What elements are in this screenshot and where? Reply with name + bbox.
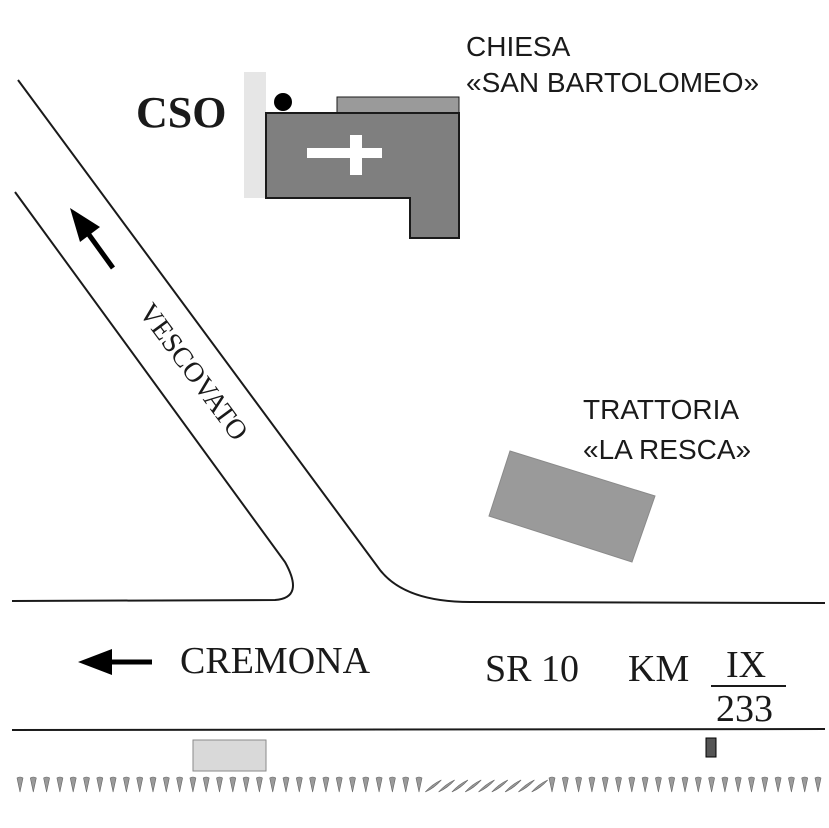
vescovato-road-edge-inner	[11, 191, 294, 602]
church-label-line2: «SAN BARTOLOMEO»	[466, 67, 759, 98]
hedge-leaf	[478, 779, 495, 793]
hedge-leaf	[788, 776, 795, 793]
roadside-building	[192, 739, 267, 772]
sr10-road-edge-bottom	[11, 728, 826, 731]
hedge-leaf	[189, 776, 197, 793]
hedge-leaf	[708, 776, 715, 793]
hedge-leaf	[774, 776, 782, 793]
hedge-leaf	[375, 776, 383, 793]
trattoria-label-line1: TRATTORIA	[583, 394, 739, 425]
hedge-leaf	[451, 779, 469, 793]
hedge-leaf	[748, 776, 755, 793]
hedge-leaf	[588, 776, 596, 793]
hedge-leaf	[16, 776, 24, 793]
hedge-leaf	[801, 776, 809, 793]
hedge-leaf	[721, 776, 729, 793]
hedge-leaf	[29, 776, 37, 793]
church-cross-icon	[307, 135, 382, 175]
hedge-leaf	[282, 776, 290, 793]
hedge-leaf	[202, 776, 210, 793]
arrow-left-icon	[78, 649, 152, 675]
hedge-leaf	[229, 776, 237, 793]
hedge-leaf	[464, 779, 482, 793]
hedge-leaf	[814, 776, 822, 793]
hedge-leaf	[69, 776, 77, 793]
hedge-leaf	[136, 776, 144, 793]
cso-label: CSO	[136, 88, 226, 137]
hedge-leaf	[83, 776, 90, 793]
hedge-leaf	[575, 776, 582, 793]
hedge-leaf	[668, 776, 676, 793]
hedge-leaf	[561, 776, 569, 793]
hedge-leaf	[96, 776, 104, 793]
hedge-leaf	[681, 776, 689, 793]
hedge-leaf	[295, 776, 303, 793]
hedge-leaf	[615, 776, 622, 793]
hedge-leaf	[425, 779, 442, 793]
hedge-leaf	[548, 776, 556, 793]
hedge-leaf	[504, 779, 522, 793]
hedge-leaf	[123, 776, 130, 793]
vescovato-road-edge-outer	[17, 79, 826, 604]
km-label: KM	[628, 648, 689, 690]
hedge-leaf	[402, 776, 410, 793]
hedge-leaf	[389, 776, 396, 793]
vescovato-road	[11, 79, 826, 604]
church-main-block	[265, 112, 460, 239]
hedge-leaf	[641, 776, 649, 793]
arrow-up-left-icon	[70, 208, 116, 270]
km-marker	[705, 737, 717, 758]
hedge-leaf	[216, 776, 223, 793]
hedge-leaf	[438, 779, 455, 793]
hedge-leaf	[309, 776, 316, 793]
hedge-leaf	[176, 776, 183, 793]
church-annex	[336, 96, 460, 115]
hedge-leaf	[349, 776, 356, 793]
sr10-label: SR 10	[485, 648, 579, 690]
cremona-label: CREMONA	[180, 640, 371, 682]
hedge-leaf	[734, 776, 742, 793]
hedge-leaf	[242, 776, 250, 793]
hedge-leaf	[531, 779, 548, 793]
hedge-leaf	[56, 776, 64, 793]
hedge-leaf	[269, 776, 277, 793]
hedge-leaf	[322, 776, 330, 793]
hedge-leaf	[761, 776, 769, 793]
trattoria-label-line2: «LA RESCA»	[583, 434, 751, 465]
hedge-leaf	[655, 776, 662, 793]
hedge-leaf	[109, 776, 117, 793]
hedge-leaf	[335, 776, 343, 793]
church-wall-strip	[244, 72, 266, 198]
hedge-leaf	[256, 776, 263, 793]
hedge-leaf	[43, 776, 50, 793]
hedge-leaf	[362, 776, 370, 793]
hedge-leaf	[491, 779, 509, 793]
vescovato-label: VESCOVATO	[132, 298, 253, 447]
church-label-line1: CHIESA	[466, 31, 571, 62]
hedge-leaf	[628, 776, 636, 793]
hedge-leaf	[162, 776, 170, 793]
hedge-leaf	[149, 776, 157, 793]
trattoria-building	[488, 450, 656, 563]
hedge-row	[16, 776, 822, 793]
km-number-label: 233	[716, 688, 773, 730]
hedge-leaf	[601, 776, 609, 793]
church-building	[244, 72, 460, 239]
hedge-leaf	[518, 779, 535, 793]
hedge-leaf	[415, 776, 423, 793]
km-roman-label: IX	[726, 644, 766, 686]
hedge-leaf	[694, 776, 702, 793]
location-dot-icon	[274, 93, 292, 111]
